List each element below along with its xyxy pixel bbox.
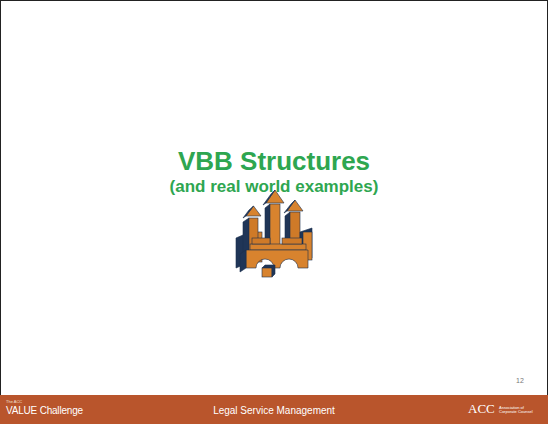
acc-logo-tagline: Association of Corporate Counsel bbox=[499, 406, 537, 415]
footer-text: Legal Service Management bbox=[213, 405, 335, 416]
logo-small-text: The ACC bbox=[6, 400, 22, 404]
acc-logo: ACC bbox=[468, 402, 495, 416]
slide-subtitle: (and real world examples) bbox=[170, 178, 379, 197]
logo-text: VALUE Challenge bbox=[6, 405, 83, 416]
page-number: 12 bbox=[516, 377, 524, 385]
slide-title: VBB Structures bbox=[178, 147, 370, 176]
